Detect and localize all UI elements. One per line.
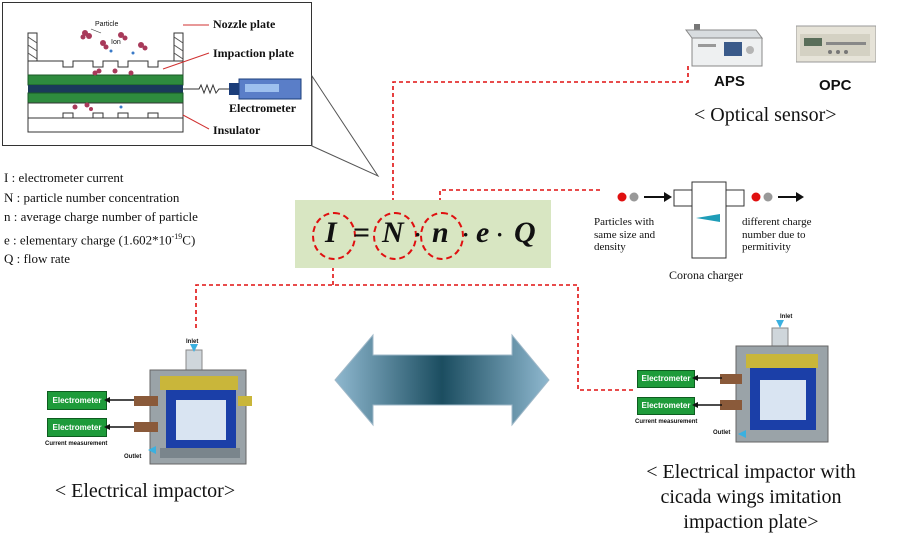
corona-connector bbox=[439, 189, 600, 204]
right-impactor-drawing bbox=[720, 320, 829, 443]
eq-I: I bbox=[325, 216, 337, 249]
right-impactor-caption: < Electrical impactor with cicada wings … bbox=[646, 461, 856, 533]
left-electrometer-2: Electrometer bbox=[47, 418, 107, 437]
impactor-schematic-inset: Particle Ion Nozzle plate Impaction plat… bbox=[2, 2, 312, 146]
schematic-drawing bbox=[27, 24, 302, 133]
impactor-connector bbox=[195, 284, 634, 391]
legend-charge-number: n : average charge number of particle bbox=[4, 209, 198, 224]
left-impactor-caption: < Electrical impactor> bbox=[54, 480, 236, 502]
corona-right-text: different charge number due to permitivi… bbox=[742, 216, 812, 253]
optical-sensor-caption: < Optical sensor> bbox=[694, 104, 837, 126]
corona-caption: Corona charger bbox=[669, 268, 744, 282]
left-current-measurement: Current measurement bbox=[45, 441, 108, 447]
callout-wedge bbox=[311, 74, 380, 178]
right-current-measurement: Current measurement bbox=[635, 419, 698, 425]
insulator-label: Insulator bbox=[213, 123, 261, 137]
nozzle-plate-label: Nozzle plate bbox=[213, 17, 276, 31]
legend-number-concentration: N : particle number concentration bbox=[4, 189, 180, 205]
opc-label: OPC bbox=[819, 77, 852, 94]
eq-e: e bbox=[476, 216, 490, 249]
left-outlet-label: Outlet bbox=[124, 454, 142, 460]
left-inlet-label: Inlet bbox=[186, 339, 199, 345]
left-impactor-drawing bbox=[134, 344, 252, 465]
ion-label: Ion bbox=[111, 39, 121, 46]
electrometer-label: Electrometer bbox=[229, 101, 297, 115]
left-electrometer-1: Electrometer bbox=[47, 391, 107, 410]
particle-label: Particle bbox=[95, 21, 119, 28]
legend-flow-rate: Q : flow rate bbox=[4, 251, 71, 267]
circle-n bbox=[420, 212, 464, 260]
aps-connector bbox=[392, 66, 689, 204]
variable-legend: I : electrometer current N : particle nu… bbox=[4, 168, 198, 269]
corona-charger-drawing bbox=[617, 181, 804, 259]
eq-dot-3: · bbox=[496, 222, 504, 247]
eq-equals: = bbox=[353, 216, 371, 249]
right-inlet-label: Inlet bbox=[780, 314, 793, 320]
corona-left-text: Particles with same size and density bbox=[594, 216, 656, 253]
aps-device-image bbox=[684, 24, 764, 68]
right-wire-arrows bbox=[692, 375, 722, 408]
eq-dot-1: · bbox=[414, 222, 422, 247]
eq-Q: Q bbox=[514, 216, 536, 249]
eq-n: n bbox=[432, 216, 449, 249]
opc-device-image bbox=[795, 22, 877, 66]
eq-N: N bbox=[382, 216, 404, 249]
circle-I bbox=[312, 212, 356, 260]
eq-dot-2: · bbox=[462, 222, 470, 247]
legend-current: I : electrometer current bbox=[4, 170, 124, 185]
right-electrometer-2: Electrometer bbox=[637, 397, 695, 415]
circle-N bbox=[373, 212, 417, 260]
right-electrometer-1: Electrometer bbox=[637, 370, 695, 388]
right-outlet-label: Outlet bbox=[713, 430, 731, 436]
left-wire-arrows bbox=[104, 397, 134, 430]
double-arrow bbox=[334, 333, 550, 427]
aps-label: APS bbox=[714, 73, 745, 90]
legend-elementary-charge: e : elementary charge (1.602*10-19C) bbox=[4, 231, 196, 247]
impaction-plate-label: Impaction plate bbox=[213, 46, 294, 60]
